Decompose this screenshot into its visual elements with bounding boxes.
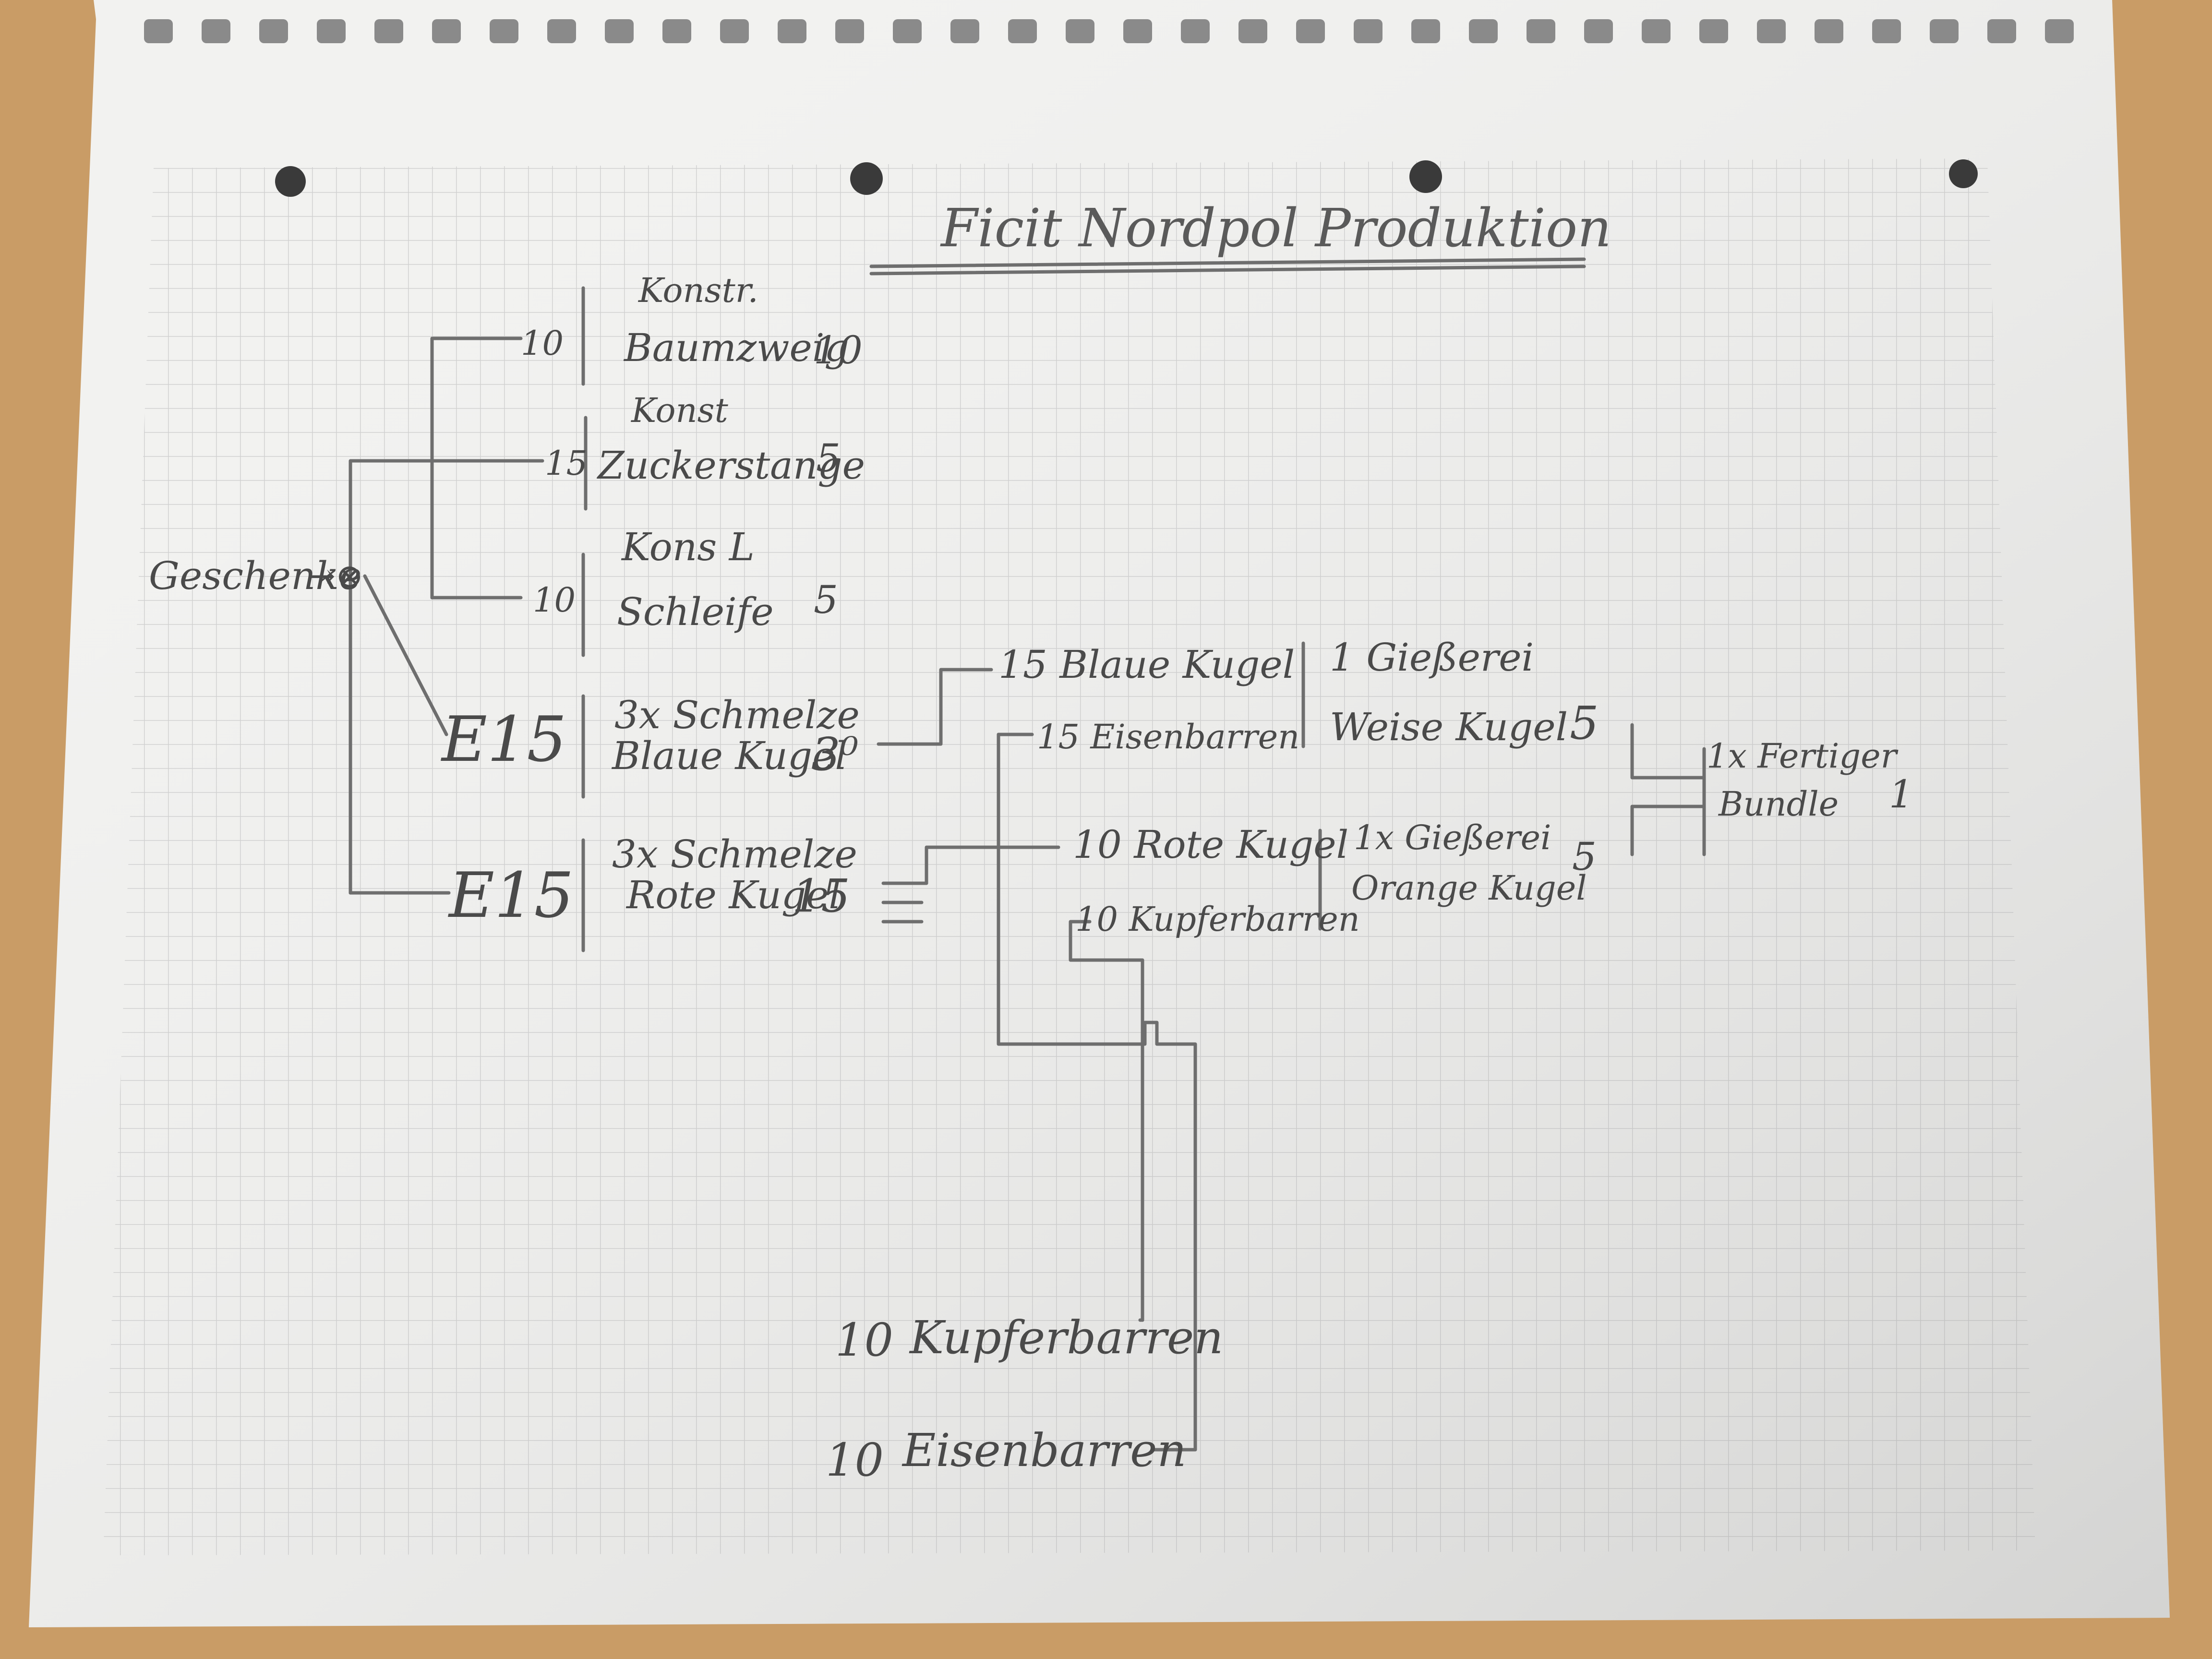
raw-kupfer-qty: 10 (835, 1314, 893, 1367)
flow-kupferbarren (1069, 920, 1144, 1322)
flow-blaue-kugel (877, 668, 993, 746)
giesserei1-line1: 1 Gießerei (1330, 635, 1534, 680)
fertiger-line1: 1x Fertiger (1707, 736, 1897, 776)
giesserei2-line2: Orange Kugel (1351, 868, 1587, 908)
schleife-name: Schleife (617, 589, 774, 634)
baumzweig-name: Baumzweig (624, 325, 849, 370)
flow-eisenbarren (997, 733, 1197, 1452)
blaue-schmelze-qty-in: E15 (442, 703, 567, 776)
giesserei1-qty-out: 5 (1570, 697, 1599, 750)
fertiger-qty-out: 1 (1889, 772, 1913, 817)
baumzweig-header: Konstr. (638, 271, 758, 310)
zuckerstange-qty-in: 15 (545, 444, 588, 483)
source-arrow: →⊗ (307, 556, 364, 596)
giesserei2-qty-out: 5 (1572, 834, 1597, 879)
spiral-binding (144, 19, 2074, 43)
production-diagram (349, 257, 1706, 1452)
page-title: Ficit Nordpol Produktion (941, 197, 1611, 259)
giesserei1-line2: Weise Kugel (1330, 705, 1568, 749)
giesserei1-input1: 15 Blaue Kugel (998, 642, 1295, 687)
connector-hub-to-blaue-schmelze (363, 574, 448, 736)
giesserei1-input2: 15 Eisenbarren (1037, 717, 1300, 757)
baumzweig-qty-in: 10 (521, 324, 564, 363)
flow-rote-kugel (881, 845, 1060, 885)
blaue-schmelze-qty-out: 3⁰ (811, 728, 859, 781)
schleife-header: Kons L (622, 525, 755, 569)
giesserei2-input2: 10 Kupferbarren (1075, 900, 1360, 939)
source-label-geschenke: Geschenke (149, 553, 362, 598)
connector-hub-to-baumzweig (430, 337, 523, 600)
punch-holes (275, 159, 1978, 197)
rote-schmelze-line1: 3x Schmelze (612, 832, 857, 877)
baumzweig-qty-out: 10 (814, 328, 863, 373)
schleife-qty-in: 10 (533, 580, 576, 620)
schleife-qty-out: 5 (814, 577, 838, 622)
raw-eisen-qty: 10 (826, 1434, 884, 1487)
zuckerstange-header: Konst (631, 391, 728, 430)
raw-kupfer-name: Kupferbarren (910, 1311, 1224, 1364)
fertiger-bracket (1630, 723, 1706, 856)
rote-schmelze-qty-in: E15 (449, 859, 574, 932)
rote-kugel-extra-lines (881, 901, 924, 924)
blaue-schmelze-line2: Blaue Kugel (612, 733, 848, 778)
zuckerstange-name: Zuckerstange (598, 443, 865, 488)
paper-shade (29, 0, 2170, 1627)
giesserei2-input1: 10 Rote Kugel (1073, 822, 1349, 867)
giesserei2-line1: 1x Gießerei (1354, 818, 1551, 857)
title-underline (869, 257, 1586, 276)
fertiger-line2: Bundle (1719, 784, 1839, 824)
blaue-schmelze-line1: 3x Schmelze (614, 693, 860, 737)
rote-schmelze-qty-out: 15 (792, 870, 850, 923)
zuckerstange-qty-out: 5 (816, 436, 841, 481)
rote-schmelze-line2: Rote Kugel (626, 873, 841, 917)
raw-eisen-name: Eisenbarren (902, 1424, 1187, 1477)
connector-hub-to-zuckerstange (349, 459, 544, 895)
